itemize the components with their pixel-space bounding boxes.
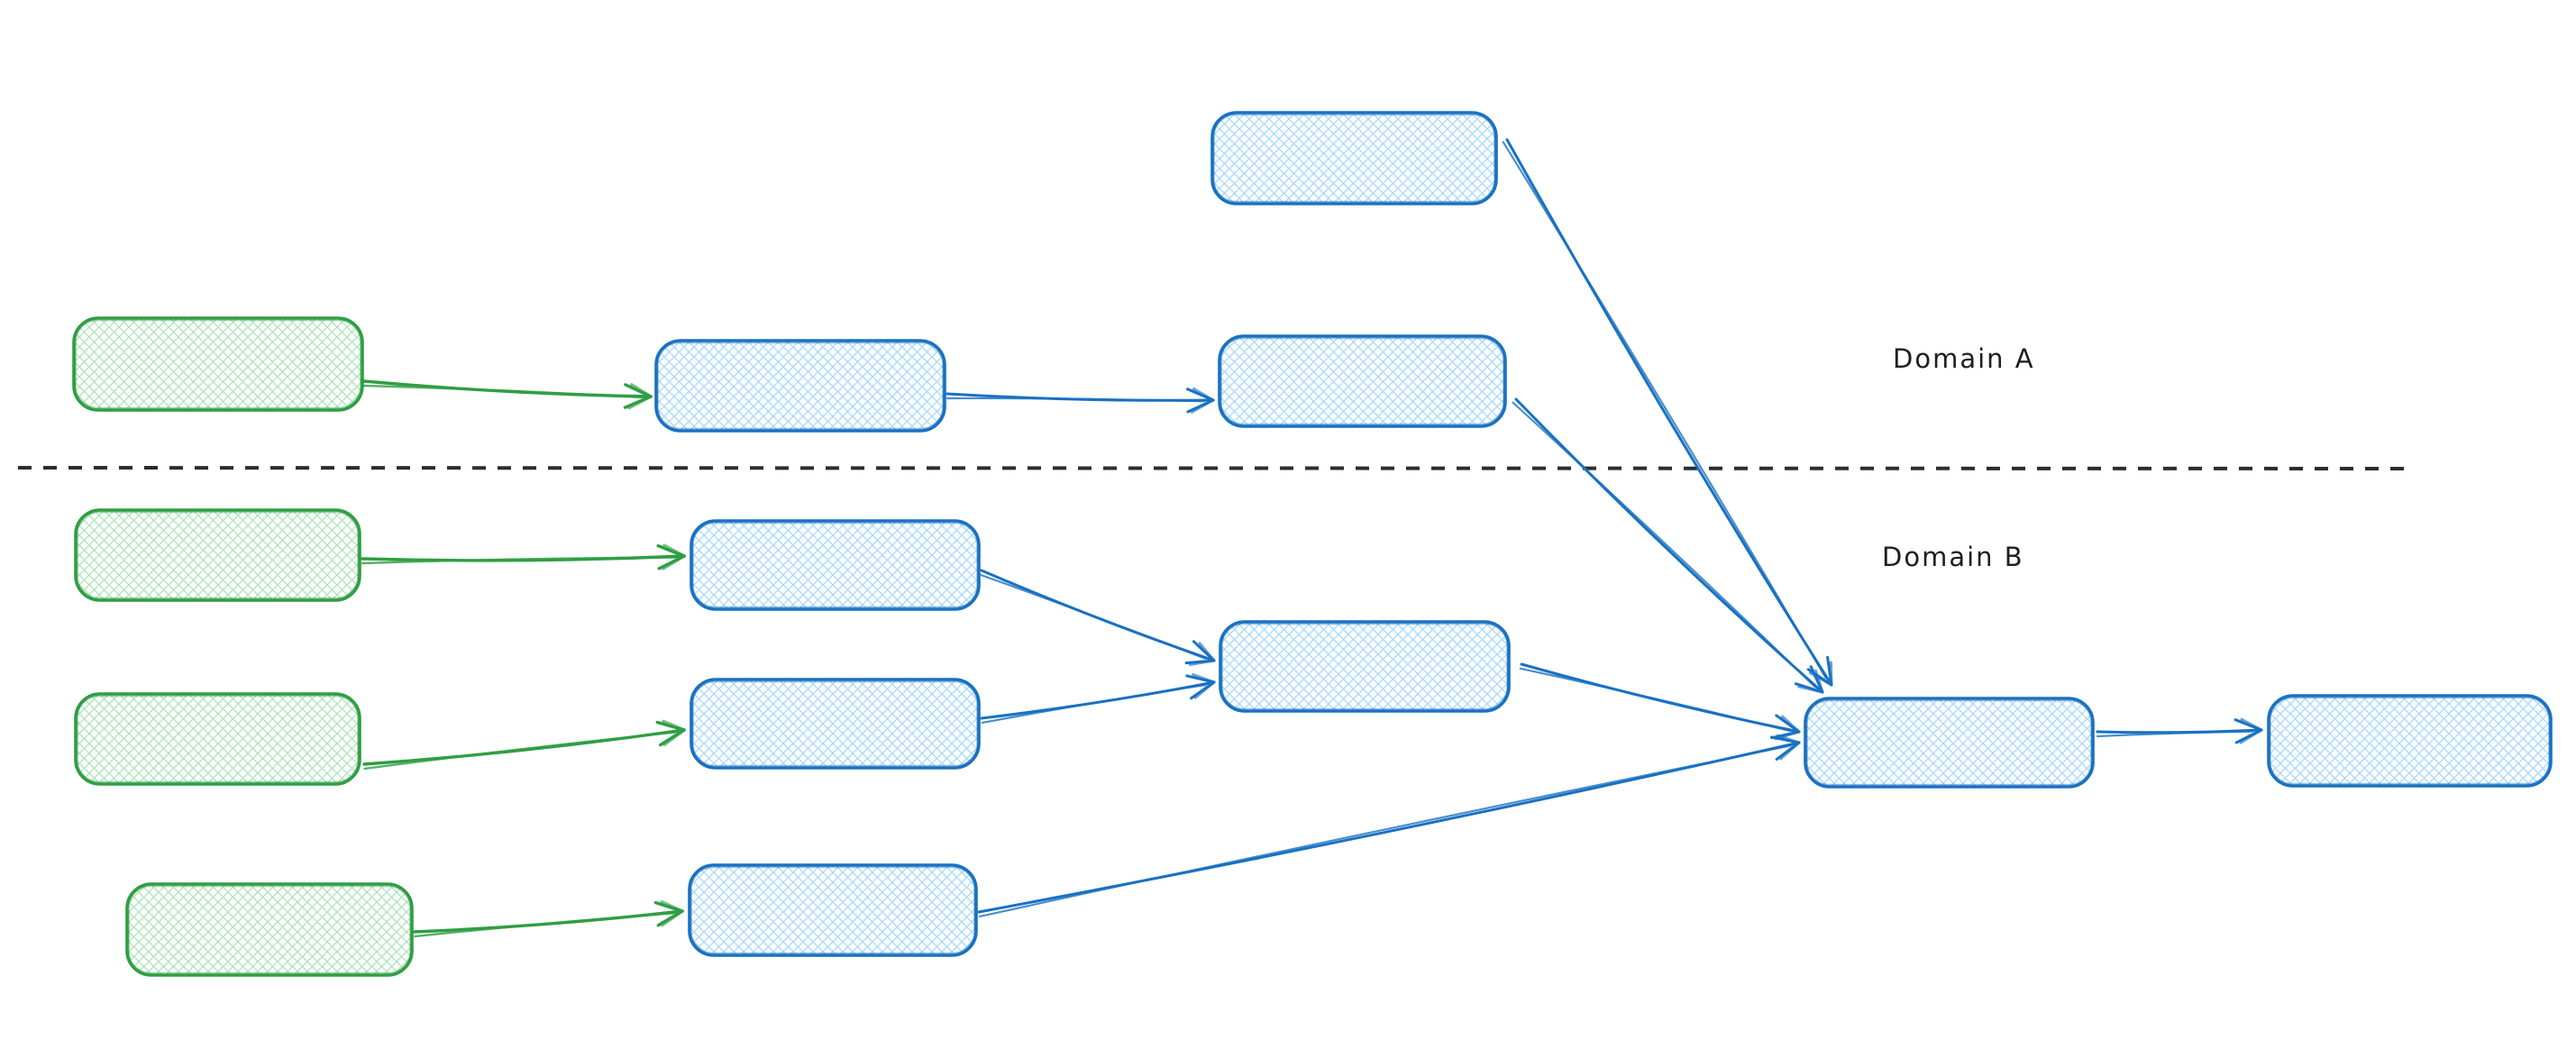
domain-b-label: Domain B	[1882, 542, 2024, 572]
edge-b-green3-to-stage1c	[413, 899, 684, 938]
edge-a-upper-to-merge	[1502, 138, 1833, 687]
edge-merge-to-final	[2096, 717, 2263, 744]
edge-b-green1-to-stage1a	[361, 543, 686, 570]
node-domain-a-stage-1	[654, 339, 946, 433]
node-domain-b-stage-1a	[690, 519, 981, 611]
node-domain-b-stage-1c	[688, 863, 978, 957]
edge-b-stage1b-to-bmerge	[980, 672, 1216, 725]
node-domain-b-green-source-2	[74, 692, 361, 786]
edge-b-stage1c-to-merge	[977, 734, 1801, 917]
edge-a-stage1-to-stage2	[945, 387, 1215, 414]
node-final-output	[2267, 694, 2553, 788]
domain-a-label: Domain A	[1893, 343, 2035, 374]
node-domain-b-green-source-3	[125, 882, 414, 977]
edge-b-stage1a-to-bmerge	[979, 569, 1216, 666]
edge-bmerge-to-merge	[1519, 662, 1801, 741]
domain-divider-dashed-line	[17, 466, 2416, 470]
nodes-layer	[72, 111, 2553, 977]
node-cross-domain-merge	[1804, 697, 2095, 789]
node-domain-a-stage-2	[1218, 334, 1507, 428]
edges-layer	[361, 138, 2263, 938]
edge-a-stage2-to-merge	[1512, 397, 1824, 694]
node-domain-b-stage-1b	[690, 678, 981, 770]
node-domain-b-green-source-1	[74, 508, 361, 602]
node-domain-b-merge	[1219, 620, 1511, 713]
edge-a-green-to-stage1	[362, 379, 653, 410]
node-domain-a-upper-source	[1210, 111, 1498, 205]
node-domain-a-green-source	[72, 316, 364, 412]
edge-b-green2-to-stage1b	[362, 719, 686, 771]
